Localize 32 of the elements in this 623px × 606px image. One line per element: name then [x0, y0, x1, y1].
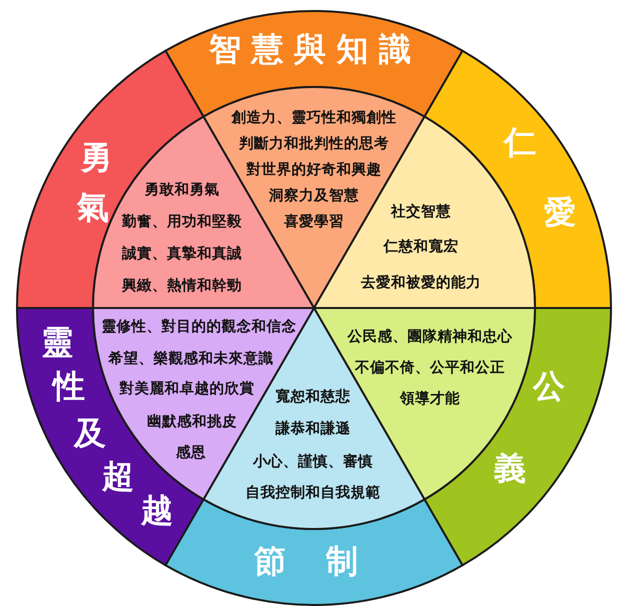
- virtue-label: 智慧與知識: [209, 33, 411, 65]
- strength-label: 幽默感和挑皮: [147, 414, 237, 430]
- strength-label: 誠實、真摯和真誠: [122, 246, 242, 262]
- strength-label: 自我控制和自我規範: [246, 486, 380, 500]
- virtue-label: 仁愛: [504, 126, 576, 228]
- strength-label: 謙恭和謙遜: [276, 422, 350, 436]
- virtue-label-character: 性: [53, 370, 85, 402]
- virtue-label-character: 及: [74, 417, 106, 449]
- strength-label: 判斷力和批判性的思考: [239, 136, 389, 152]
- strength-label: 仁慈和寬宏: [384, 240, 458, 254]
- strength-label: 小心、謹慎、審慎: [253, 454, 373, 470]
- strength-label: 勤奮、用功和堅毅: [122, 214, 242, 230]
- strength-label: 寬恕和慈悲: [276, 390, 350, 404]
- strength-label: 感恩: [176, 446, 206, 460]
- strength-label: 興緻、熱情和幹勁: [122, 278, 242, 294]
- virtue-label: 節制: [254, 545, 358, 577]
- virtue-label-character: 超: [102, 460, 134, 492]
- strength-label: 靈修性、對目的的觀念和信念: [102, 320, 296, 334]
- strength-label: 對美麗和卓越的欣賞: [120, 382, 254, 396]
- strength-label: 去愛和被愛的能力: [361, 276, 481, 290]
- virtue-label-character: 越: [141, 494, 173, 526]
- strength-label: 公民感、團隊精神和忠心: [348, 330, 512, 344]
- strength-label: 領導才能: [400, 392, 460, 406]
- strength-label: 勇敢和勇氣: [144, 182, 220, 198]
- strength-label: 社交智慧: [391, 204, 451, 220]
- strength-label: 喜愛學習: [284, 214, 344, 230]
- virtue-label-character: 靈: [41, 326, 73, 358]
- strength-label: 洞察力及智慧: [269, 188, 359, 204]
- strength-label: 對世界的好奇和興趣: [246, 162, 382, 178]
- strength-label: 希望、樂觀感和未來意識: [108, 352, 274, 366]
- virtue-label: 勇氣: [77, 141, 112, 223]
- strength-label: 創造力、靈巧性和獨創性: [232, 110, 396, 126]
